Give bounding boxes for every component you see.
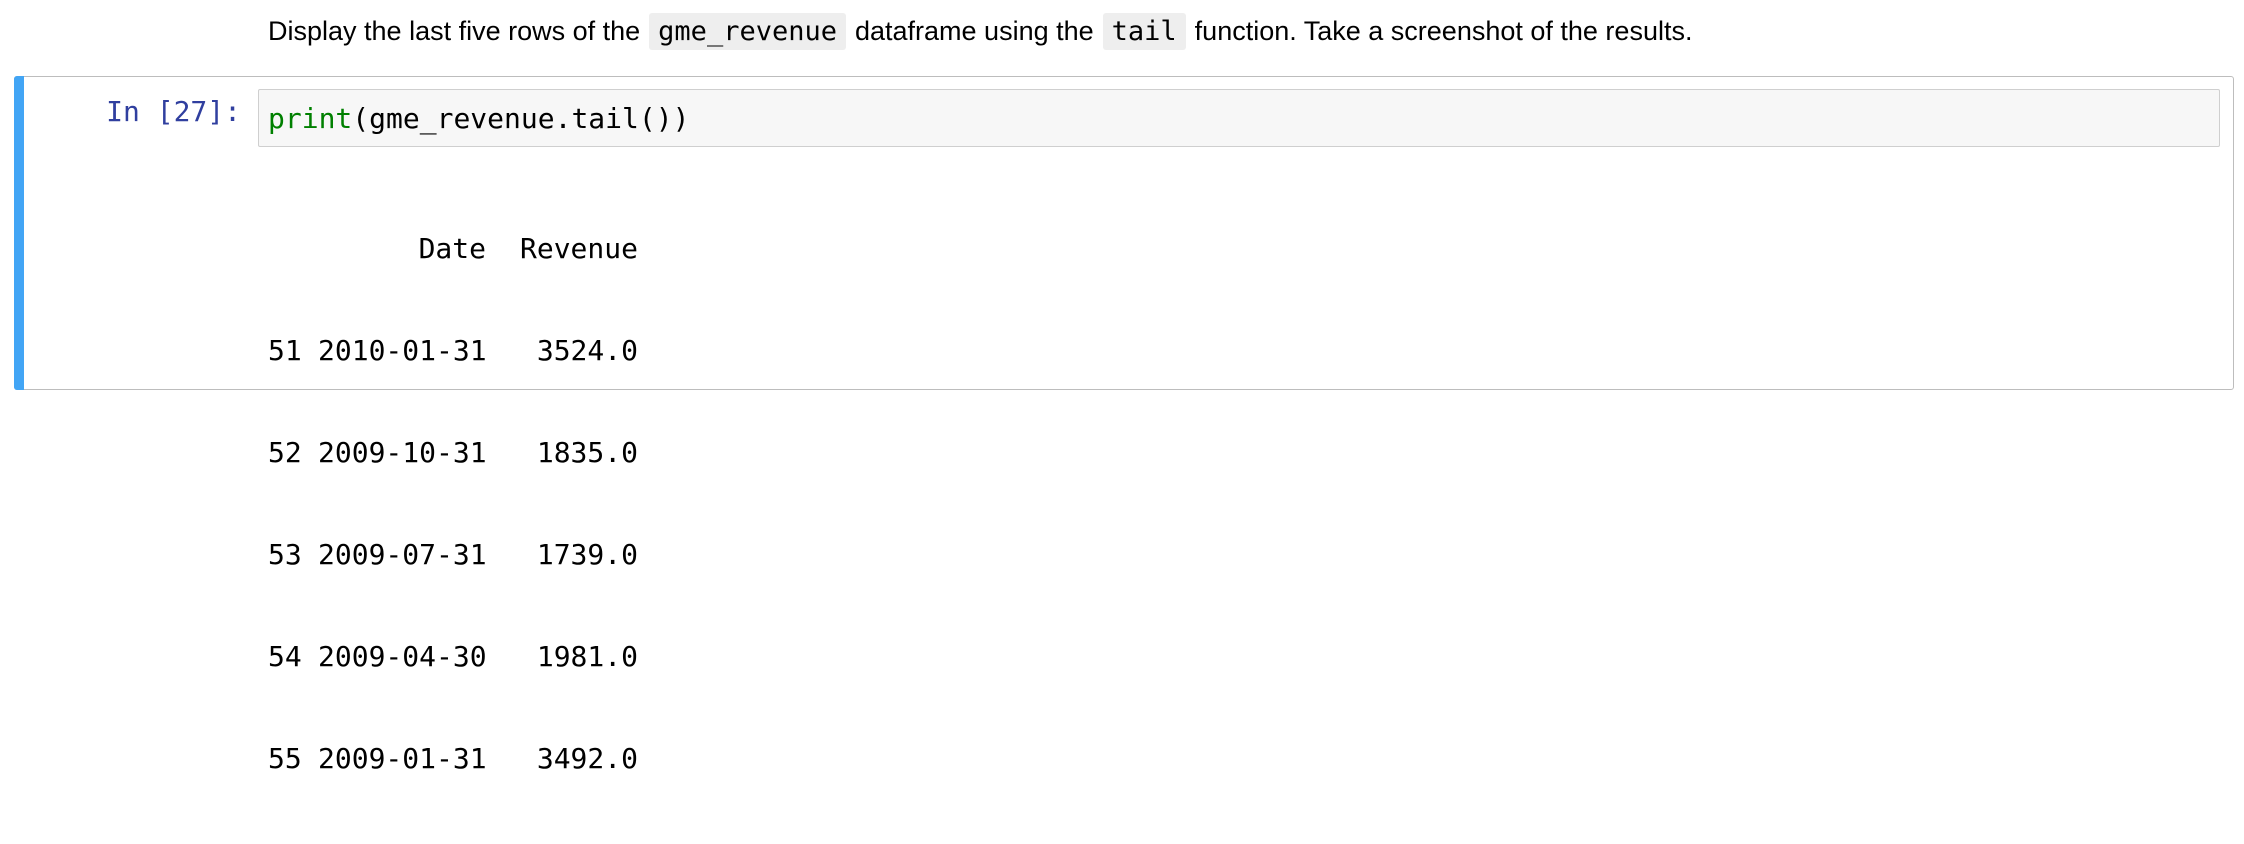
input-prompt: In [27]: — [106, 95, 241, 128]
row-revenue: 3524.0 — [536, 334, 638, 367]
output-row: 53 2009-07-31 1739.0 — [268, 538, 638, 572]
selected-cell-indicator — [14, 76, 24, 390]
row-index: 53 — [268, 538, 302, 571]
instruction-text-after: function. Take a screenshot of the resul… — [1194, 15, 1693, 46]
output-header-row: Date Revenue — [268, 232, 638, 266]
row-date: 2009-04-30 — [318, 640, 487, 673]
row-revenue: 1981.0 — [536, 640, 638, 673]
output-row: 55 2009-01-31 3492.0 — [268, 742, 638, 776]
row-index: 54 — [268, 640, 302, 673]
row-index: 55 — [268, 742, 302, 775]
instruction-text-middle: dataframe using the — [854, 15, 1094, 46]
row-index: 52 — [268, 436, 302, 469]
header-date: Date — [418, 232, 486, 265]
cell-output: Date Revenue 51 2010-01-31 3524.0 52 2009-10… — [268, 164, 638, 844]
inline-code-function: tail — [1102, 12, 1186, 50]
row-date: 2009-07-31 — [318, 538, 487, 571]
row-date: 2009-01-31 — [318, 742, 487, 775]
code-builtin-print: print — [268, 101, 353, 135]
row-date: 2010-01-31 — [318, 334, 487, 367]
row-revenue: 1835.0 — [536, 436, 638, 469]
code-expression: (gme_revenue.tail()) — [352, 101, 690, 135]
inline-code-dataframe: gme_revenue — [649, 12, 846, 50]
instruction-text-before: Display the last five rows of the — [268, 15, 641, 46]
row-revenue: 1739.0 — [536, 538, 638, 571]
output-row: 54 2009-04-30 1981.0 — [268, 640, 638, 674]
row-date: 2009-10-31 — [318, 436, 487, 469]
row-revenue: 3492.0 — [536, 742, 638, 775]
output-row: 52 2009-10-31 1835.0 — [268, 436, 638, 470]
output-row: 51 2010-01-31 3524.0 — [268, 334, 638, 368]
markdown-instruction: Display the last five rows of the gme_re… — [268, 10, 1692, 52]
code-input-area[interactable]: print(gme_revenue.tail()) — [258, 89, 2220, 147]
row-index: 51 — [268, 334, 302, 367]
header-revenue: Revenue — [519, 232, 638, 265]
code-cell[interactable]: In [27]: print(gme_revenue.tail()) Date R… — [14, 76, 2234, 775]
